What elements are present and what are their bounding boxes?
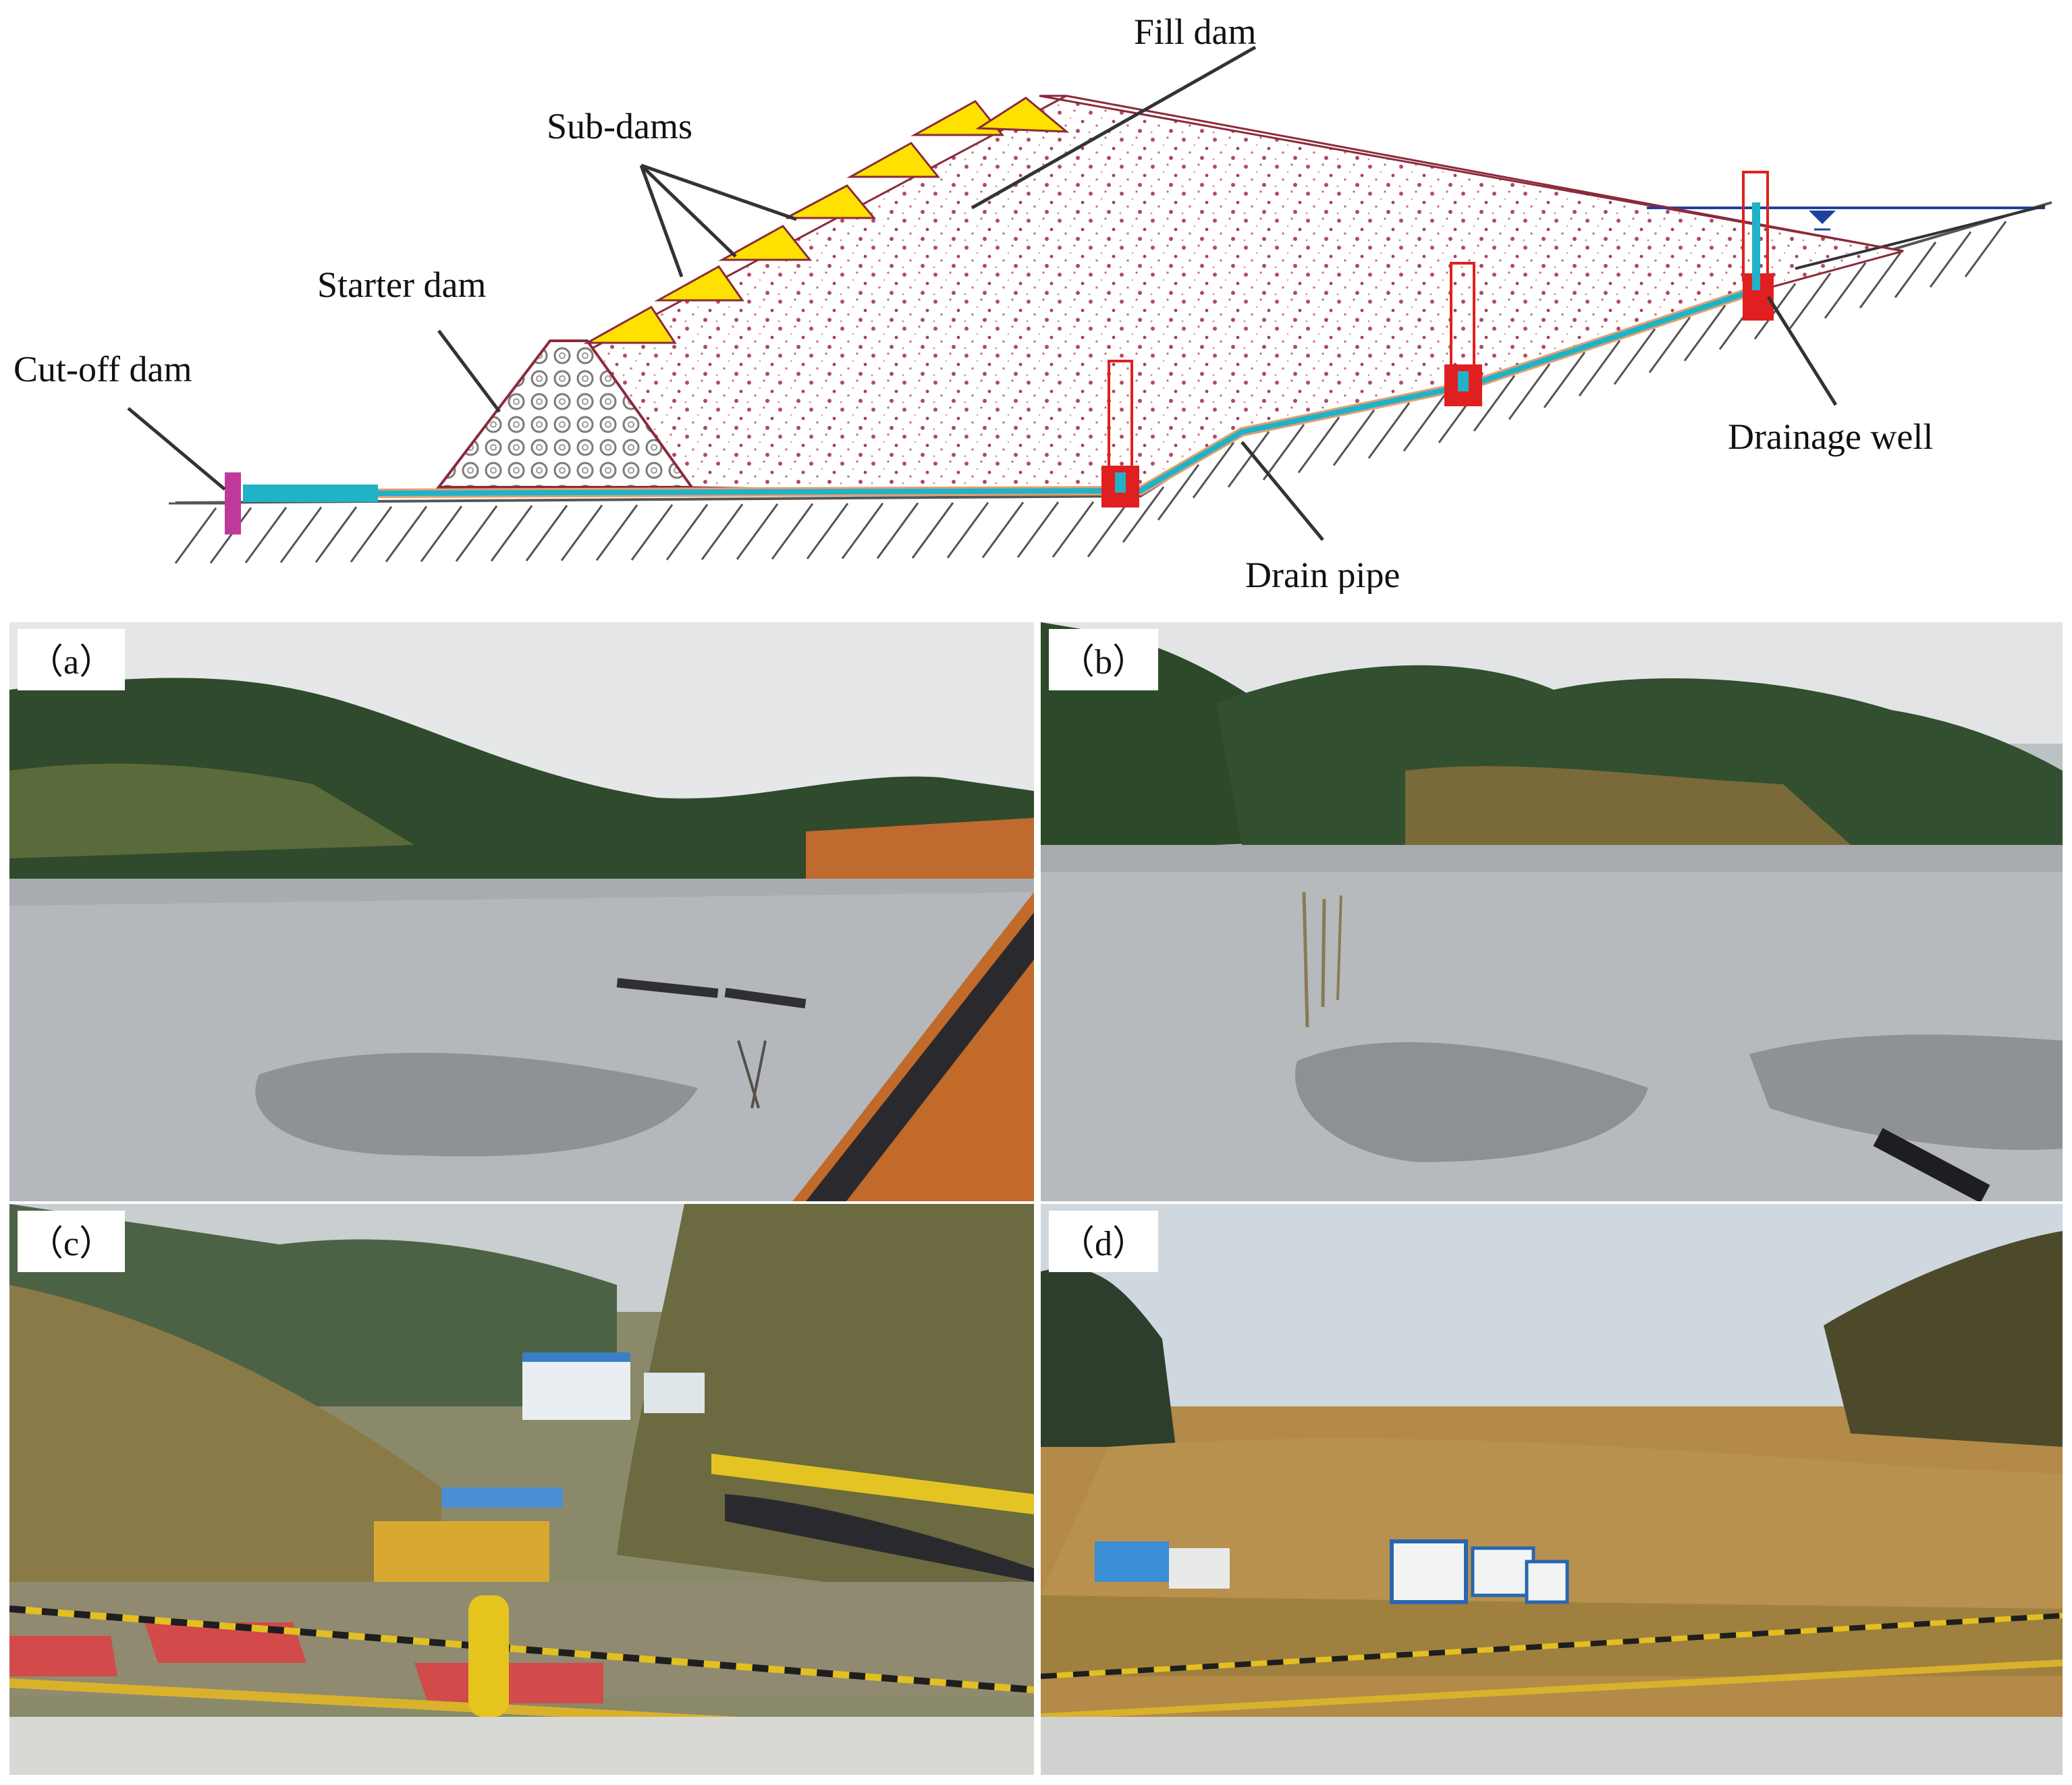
ground-hatch-line <box>1753 283 1797 340</box>
ground-hatch-line <box>1227 431 1270 488</box>
ground-hatch-line <box>1367 402 1411 459</box>
ground-hatch-line <box>1613 328 1656 385</box>
ground-hatch-line <box>1578 339 1621 397</box>
ground-hatch-line <box>209 507 252 564</box>
ground-hatch-line <box>1402 395 1446 452</box>
ground-hatch-line <box>736 503 779 560</box>
ground-hatch-line <box>490 505 533 562</box>
ground-hatch-line <box>1824 262 1867 319</box>
ground-hatch-line <box>315 506 358 564</box>
drainage-well-1 <box>1101 360 1139 507</box>
ground-hatch-line <box>525 505 568 561</box>
ground-hatch-line <box>630 503 674 561</box>
ground-hatch-line <box>1508 363 1551 420</box>
cutoff-dam <box>225 472 241 534</box>
label-sub-dams: Sub-dams <box>547 106 692 146</box>
ground-hatch-line <box>701 503 744 561</box>
label-cutoff-dam: Cut-off dam <box>13 349 192 389</box>
ground-hatch-line <box>1297 416 1340 474</box>
panel-label-d: （d） <box>1049 1211 1159 1272</box>
ground-hatch-line <box>385 505 428 563</box>
ground-hatch-line <box>1052 501 1095 558</box>
ground-hatch-line <box>841 502 884 559</box>
ground-hatch-line <box>665 503 709 561</box>
ground-hatch-line <box>1683 304 1726 362</box>
ground-hatch-line <box>771 503 814 560</box>
ground-hatch-line <box>1473 375 1516 432</box>
sub-dams <box>583 97 1070 344</box>
drainage-well-2 <box>1444 262 1482 406</box>
ground-hatch-line <box>1894 241 1937 298</box>
photo-a-tailings-pond: （a） <box>9 622 1034 1201</box>
photo-b-tailings-surface: （b） <box>1041 622 2063 1201</box>
ground-hatch-line <box>911 502 954 559</box>
photo-d-scene <box>1041 1204 2063 1775</box>
ground-hatch-line <box>806 503 849 559</box>
ground-hatch-line <box>1648 317 1691 373</box>
ground-hatch-line <box>174 507 217 564</box>
ground-hatch-line <box>1157 464 1200 521</box>
ground-hatch-line <box>1262 424 1305 480</box>
ground-hatch-line <box>560 504 603 561</box>
photo-a-scene <box>9 622 1034 1201</box>
ground-hatch-line <box>455 505 498 562</box>
photo-b-scene <box>1041 622 2063 1201</box>
tailings-dam-cross-section: Fill dam Sub-dams Starter dam Cut-off da… <box>13 11 2052 594</box>
ground-hatch-line <box>279 506 323 564</box>
ground-hatch-line <box>981 501 1025 559</box>
water-surface <box>1647 204 2046 270</box>
panel-label-a: （a） <box>18 629 126 690</box>
ground-hatch-line <box>595 504 638 561</box>
ground-hatch-line <box>1964 221 2007 277</box>
ground-hatch-line <box>1087 501 1130 558</box>
label-drainage-well: Drainage well <box>1728 416 1933 457</box>
ground-hatch-line <box>350 505 393 563</box>
label-fill-dam: Fill dam <box>1134 11 1257 52</box>
ground-hatch-line <box>1859 252 1902 309</box>
label-starter-dam: Starter dam <box>317 265 486 305</box>
ground-hatch-line <box>1789 273 1832 329</box>
photo-d-dam-slope: （d） <box>1041 1204 2063 1775</box>
ground-hatch-line <box>946 501 989 559</box>
ground-hatch-line <box>1332 409 1375 466</box>
photo-c-valley-plant: （c） <box>9 1204 1034 1775</box>
ground-hatch-line <box>876 502 919 559</box>
label-drain-pipe: Drain pipe <box>1245 555 1400 594</box>
ground-hatch-line <box>1016 501 1060 558</box>
ground-hatch-line <box>1929 231 1972 288</box>
ground-hatch-line <box>1122 486 1165 543</box>
drain-pipe <box>243 285 1757 502</box>
ground-hatch-line <box>1543 352 1586 408</box>
ground-hatch-line <box>420 505 463 562</box>
panel-label-b: （b） <box>1049 629 1159 690</box>
ground-hatch-line <box>244 506 288 564</box>
leader-lines <box>127 45 1838 541</box>
pond-slope-line <box>1066 94 1904 252</box>
ground-hatch-line <box>1192 441 1235 499</box>
starter-dam <box>435 339 694 489</box>
panel-label-c: （c） <box>18 1211 126 1272</box>
photo-c-scene <box>9 1204 1034 1775</box>
